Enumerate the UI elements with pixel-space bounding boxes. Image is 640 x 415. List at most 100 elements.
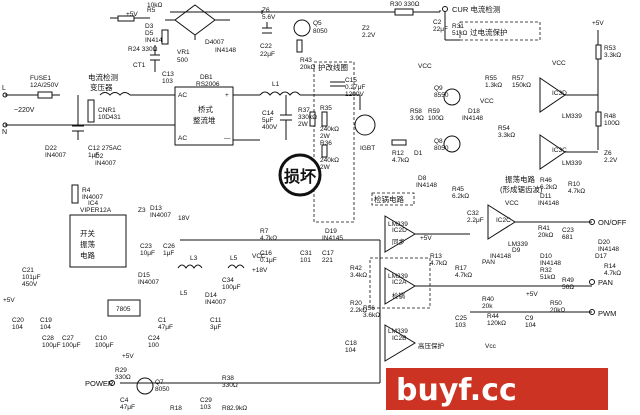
c2-label: C2 [433,19,442,26]
d20-model: IN4148 [598,246,619,253]
r4-value: IN4007 [82,194,103,201]
c14-volt: 400V [262,124,278,131]
r59-value: 100Ω [428,115,444,122]
z2-value: 2.2V [362,32,376,39]
c27-value: 100μF [62,342,81,349]
osc-line1: 振荡电路 [505,174,535,184]
plus5v-mid: +5V [420,235,432,242]
d1-label: D1 [414,150,423,157]
c11-label: C11 [210,317,222,324]
reg-7805 [107,299,141,317]
fuse-symbol [37,91,53,99]
ic2c-opamp [487,204,516,240]
switch-3: 电路 [80,250,95,260]
lm339-ic3c: LM339 [562,160,582,167]
vcc-l5: VCC [252,253,266,260]
vcc-q9: VCC [418,63,432,70]
r48-value: 100Ω [604,120,620,127]
c26-label: C26 [163,243,175,250]
watermark-bg [386,368,608,410]
lm339-ic2c: LM339 [508,241,528,248]
pan-detect-label: 检锅电路 [374,194,404,204]
power-label: POWER [85,379,114,388]
damaged-stamp [278,153,322,197]
r58-label: R58 [410,108,422,115]
c34-label: C34 [222,277,234,284]
r20-label: R20 [350,300,362,307]
r32-value: 51kΩ [540,274,555,281]
cnr1-value: 10D431 [98,114,121,121]
q9-model: 8550 [434,92,449,99]
plus5v-bottom: +5V [122,353,134,360]
c23b-label: C23 [140,243,152,250]
ic2d-opamp [384,215,416,253]
ct1-label: CT1 [133,62,146,69]
c32-label: C32 [467,210,479,217]
q5-label: Q5 [313,20,322,27]
in4148-d5: IN4148 [145,37,166,44]
d11-label: D11 [540,193,552,200]
r44-label: R44 [487,313,499,320]
r14-value: 4.7kΩ [604,270,621,277]
ic2d-label: IC2D [392,227,407,234]
reg-7805-label: 7805 [116,306,131,313]
z6-right-label: Z6 [604,150,612,157]
r54-value: 3.3kΩ [498,132,515,139]
c21-volt: 450V [22,281,38,288]
r7-value: 4.7kΩ [260,235,277,242]
ac2: AC [178,135,187,142]
r43-label: R43 [300,57,312,64]
c29-label: C29 [200,397,212,404]
c17-value: 221 [322,257,333,264]
watermark-text: buyf.cc [396,373,517,408]
r56-label: R56 [363,305,375,312]
c23-label: C23 [562,227,574,234]
l5b-label: L5 [180,290,188,297]
r5-label: R5 [147,7,156,14]
r8-label: R8 [222,405,231,412]
plus5v-left: +5V [3,297,15,304]
r41-value: 20kΩ [538,232,553,239]
ct-label-line1: 电流检测 [88,72,118,82]
switch-1: 开关 [80,228,95,238]
d18-label: D18 [468,108,480,115]
damping-label: 护改线圈 [318,62,348,72]
r46-label: R46 [540,177,552,184]
on-off-label: ON/OFF [598,218,627,227]
d3-label: D3 [145,23,154,30]
c14-value: 5μF [262,117,273,124]
db1-label: DB1 [200,74,213,81]
plus5v-r32: +5V [526,291,538,298]
bridge-name-2: 整流堆 [193,115,216,125]
osc-line2: (形成锯齿波) [500,184,543,194]
r36-value: 240kΩ [320,157,339,164]
vcc-osc: VCC [505,200,519,207]
d14-label: D14 [205,292,217,299]
q8-label: Q8 [434,138,443,145]
r54-label: R54 [498,125,510,132]
ic3c-label: IC3C [552,147,567,154]
r17-value: 4.7kΩ [455,272,472,279]
r10-value: 4.7kΩ [568,188,585,195]
lm339-ic3d: LM339 [562,113,582,120]
r37-value: 330kΩ [298,114,317,121]
ic3d-opamp [539,77,566,113]
vr1-label: VR1 [177,49,190,56]
ic2b-func: 高压保护 [418,341,444,350]
r35-w: 2W [320,133,331,140]
c10-label: C10 [95,335,107,342]
c28-label: C28 [42,335,54,342]
pan-mid: PAN [482,259,495,266]
c22-label: C22 [260,43,272,50]
r42-label: R42 [350,265,362,272]
L-terminal: L [2,85,6,92]
mains-voltage: ~220V [14,107,35,114]
r13-label: R13 [430,253,442,260]
c18-label: C18 [345,340,357,347]
vcc-ic3: VCC [552,60,566,67]
l5-label: L5 [230,255,238,262]
r18-label: R18 [170,405,182,412]
r29-value: 330Ω [115,374,131,381]
r8-value: 2.9kΩ [230,405,247,412]
